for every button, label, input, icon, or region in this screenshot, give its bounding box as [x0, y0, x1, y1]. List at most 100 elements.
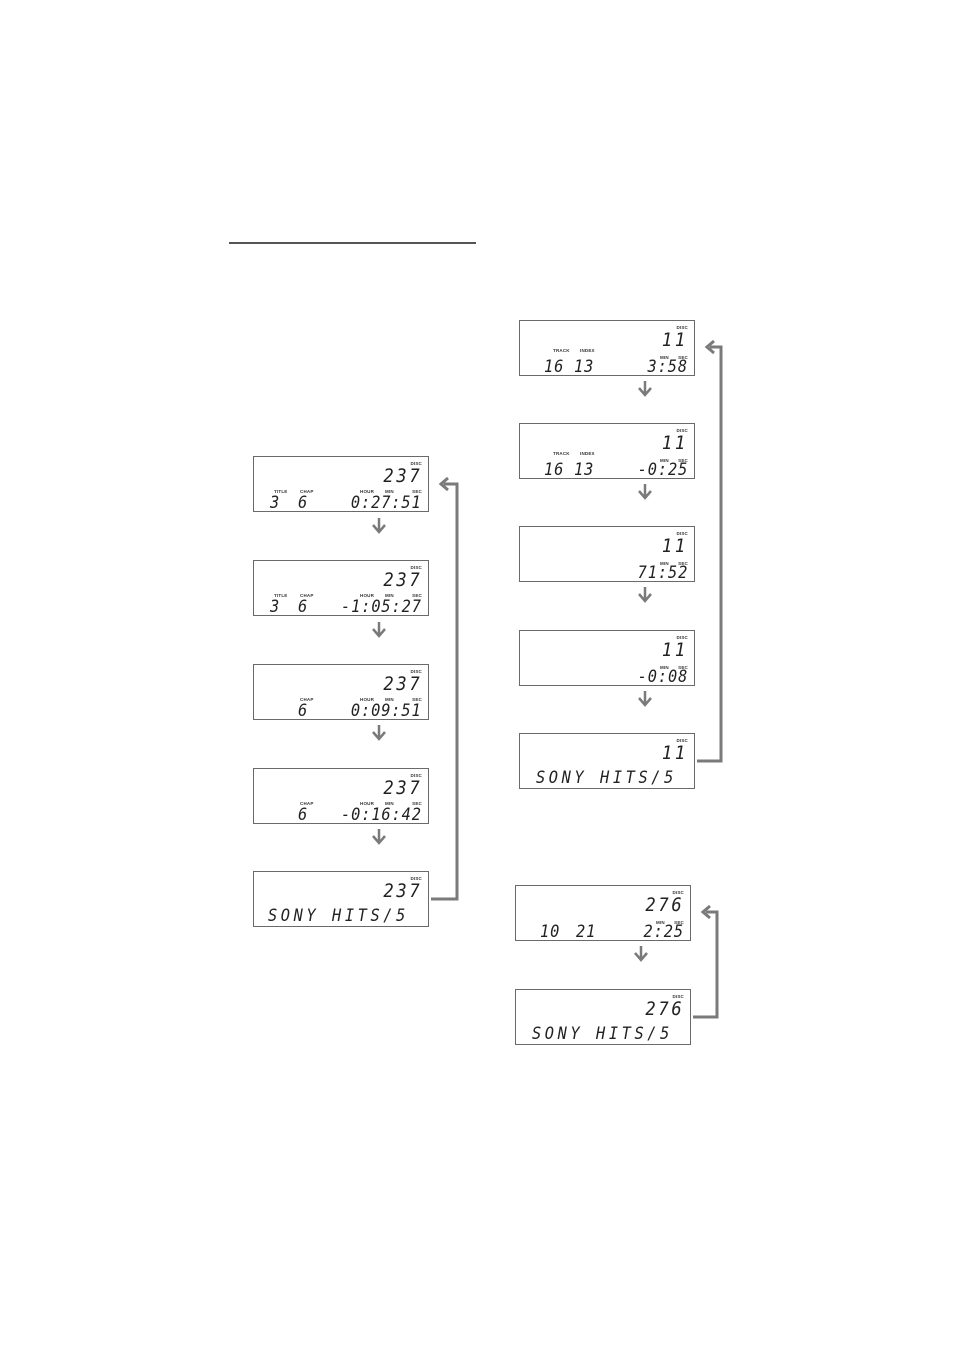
disc-number: 11 [661, 742, 688, 764]
index-number: 21 [576, 922, 597, 942]
disc-number: 11 [661, 329, 688, 351]
disc-label: DISC [676, 428, 688, 433]
hour-label: HOUR [360, 489, 375, 494]
title-label: TITLE [274, 593, 288, 598]
down-arrow [372, 622, 386, 638]
disc-label: DISC [676, 531, 688, 536]
cd-display-3: DISC 11 MIN SEC 71:52 [519, 526, 695, 582]
time-readout: 2:25 [643, 922, 684, 942]
disc-label: DISC [410, 669, 422, 674]
track-number: 16 [544, 460, 565, 480]
dvd-display-2: DISC 237 TITLE CHAP HOUR MIN SEC 3 6 -1:… [253, 560, 429, 616]
disc-label: DISC [410, 773, 422, 778]
index-label: INDEX [580, 451, 595, 456]
loop-arrow [693, 904, 719, 1019]
sec-label: SEC [678, 561, 688, 566]
disc-label: DISC [672, 890, 684, 895]
min-label: MIN [660, 665, 669, 670]
disc-number: 11 [661, 535, 688, 557]
time-readout: 0:09:51 [351, 701, 422, 721]
loop-arrow [431, 476, 459, 901]
dvd-display-5: DISC 237 SONY HITS/5 [253, 871, 429, 927]
disc-label: DISC [676, 738, 688, 743]
min-label: MIN [660, 561, 669, 566]
disc-number: 237 [383, 777, 422, 799]
down-arrow [638, 484, 652, 500]
track-label: TRACK [553, 451, 570, 456]
disc-label: DISC [410, 876, 422, 881]
dvd-display-3: DISC 237 CHAP HOUR MIN SEC 6 0:09:51 [253, 664, 429, 720]
down-arrow [638, 587, 652, 603]
title-label: TITLE [274, 489, 288, 494]
disc-number: 237 [383, 569, 422, 591]
hour-label: HOUR [360, 697, 375, 702]
sec-label: SEC [678, 665, 688, 670]
down-arrow [372, 829, 386, 845]
chapter-label: CHAP [300, 697, 314, 702]
disc-number: 11 [661, 432, 688, 454]
time-readout: -0:25 [637, 460, 688, 480]
disc-text: SONY HITS/5 [532, 1024, 673, 1044]
cd-display-5: DISC 11 SONY HITS/5 [519, 733, 695, 789]
dvd-display-4: DISC 237 CHAP HOUR MIN SEC 6 -0:16:42 [253, 768, 429, 824]
chapter-label: CHAP [300, 593, 314, 598]
sec-label: SEC [678, 355, 688, 360]
down-arrow [638, 691, 652, 707]
time-readout: -0:16:42 [341, 805, 422, 825]
loop-arrow [697, 339, 723, 763]
disc-number: 11 [661, 639, 688, 661]
sec-label: SEC [412, 801, 422, 806]
sec-label: SEC [412, 593, 422, 598]
index-number: 13 [574, 357, 595, 377]
title-number: 3 [270, 597, 281, 617]
min-label: MIN [660, 355, 669, 360]
track-label: TRACK [553, 348, 570, 353]
chapter-number: 6 [298, 805, 309, 825]
disc-number: 237 [383, 880, 422, 902]
min-label: MIN [660, 458, 669, 463]
min-label: MIN [385, 489, 394, 494]
disc-label: DISC [410, 461, 422, 466]
disc-text: SONY HITS/5 [536, 768, 677, 788]
down-arrow [372, 518, 386, 534]
down-arrow [638, 381, 652, 397]
down-arrow [372, 725, 386, 741]
sec-label: SEC [412, 697, 422, 702]
cd-display-2: DISC 11 TRACK INDEX MIN SEC 16 13 -0:25 [519, 423, 695, 479]
index-label: INDEX [580, 348, 595, 353]
vcd-display-2: DISC 276 SONY HITS/5 [515, 989, 691, 1045]
disc-number: 237 [383, 465, 422, 487]
disc-label: DISC [676, 635, 688, 640]
disc-text: SONY HITS/5 [268, 906, 409, 926]
cd-display-4: DISC 11 MIN SEC -0:08 [519, 630, 695, 686]
hour-label: HOUR [360, 593, 375, 598]
track-number: 10 [540, 922, 561, 942]
min-label: MIN [385, 697, 394, 702]
section-rule [229, 242, 476, 244]
chapter-number: 6 [298, 597, 309, 617]
vcd-display-1: DISC 276 MIN SEC 10 21 2:25 [515, 885, 691, 941]
disc-number: 237 [383, 673, 422, 695]
chapter-label: CHAP [300, 801, 314, 806]
dvd-display-1: DISC 237 TITLE CHAP HOUR MIN SEC 3 6 0:2… [253, 456, 429, 512]
disc-label: DISC [410, 565, 422, 570]
down-arrow [634, 946, 648, 962]
disc-label: DISC [672, 994, 684, 999]
index-number: 13 [574, 460, 595, 480]
time-readout: -0:08 [637, 667, 688, 687]
time-readout: -1:05:27 [341, 597, 422, 617]
time-readout: 71:52 [637, 563, 688, 583]
disc-label: DISC [676, 325, 688, 330]
sec-label: SEC [674, 920, 684, 925]
time-readout: 3:58 [647, 357, 688, 377]
disc-number: 276 [645, 998, 684, 1020]
track-number: 16 [544, 357, 565, 377]
disc-number: 276 [645, 894, 684, 916]
min-label: MIN [385, 801, 394, 806]
chapter-number: 6 [298, 493, 309, 513]
hour-label: HOUR [360, 801, 375, 806]
sec-label: SEC [678, 458, 688, 463]
time-readout: 0:27:51 [351, 493, 422, 513]
title-number: 3 [270, 493, 281, 513]
